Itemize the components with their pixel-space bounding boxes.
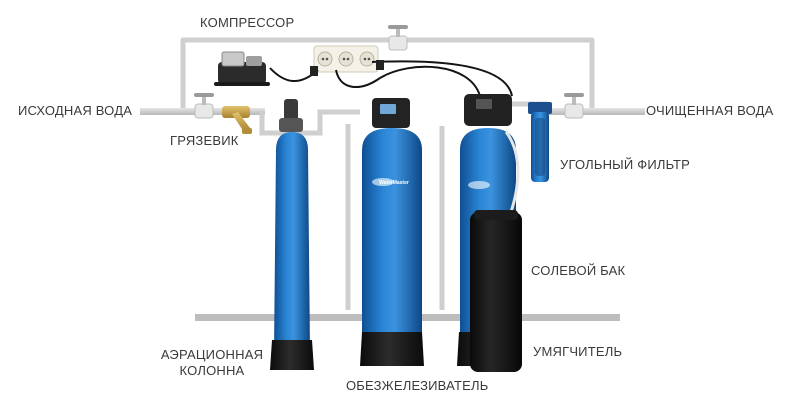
aeration-inlet-pipe	[259, 109, 360, 136]
label-carbon-filter: УГОЛЬНЫЙ ФИЛЬТР	[560, 157, 691, 172]
label-mud-filter: ГРЯЗЕВИК	[170, 133, 239, 148]
label-compressor: КОМПРЕССОР	[200, 15, 295, 30]
mud-filter-icon	[222, 106, 252, 134]
purified-water-pipe	[545, 108, 645, 115]
carbon-filter-housing	[528, 102, 552, 182]
label-purified-water: ОЧИЩЕННАЯ ВОДА	[646, 103, 774, 118]
label-aeration-column: АЭРАЦИОННАЯ КОЛОННА	[157, 347, 267, 379]
brine-tank	[470, 210, 522, 372]
power-cables	[269, 60, 513, 97]
iron-remover-tank: WaterMaster	[360, 98, 424, 366]
aeration-column-head	[279, 99, 303, 132]
air-compressor-icon	[214, 51, 270, 86]
label-iron-remover: ОБЕЗЖЕЛЕЗИВАТЕЛЬ	[346, 378, 489, 393]
label-softener: УМЯГЧИТЕЛЬ	[533, 344, 623, 359]
ball-valve-icon[interactable]	[564, 93, 584, 119]
brand-logo: WaterMaster	[379, 180, 409, 186]
ball-valve-icon[interactable]	[388, 25, 408, 51]
upper-pipe-loop	[180, 37, 595, 112]
power-socket-strip	[313, 45, 379, 73]
plug-icon	[376, 60, 384, 70]
power-socket-icon	[359, 51, 375, 67]
ball-valve-icon[interactable]	[194, 93, 214, 119]
label-brine-tank: СОЛЕВОЙ БАК	[531, 263, 626, 278]
label-aeration-column-line2: КОЛОННА	[179, 363, 245, 378]
plug-icon	[310, 66, 318, 76]
power-socket-icon	[317, 51, 333, 67]
label-aeration-column-line1: АЭРАЦИОННАЯ	[160, 347, 264, 362]
aeration-column-tank	[270, 132, 314, 370]
label-source-water: ИСХОДНАЯ ВОДА	[18, 103, 133, 118]
power-socket-icon	[338, 51, 354, 67]
brine-tube	[504, 131, 520, 216]
